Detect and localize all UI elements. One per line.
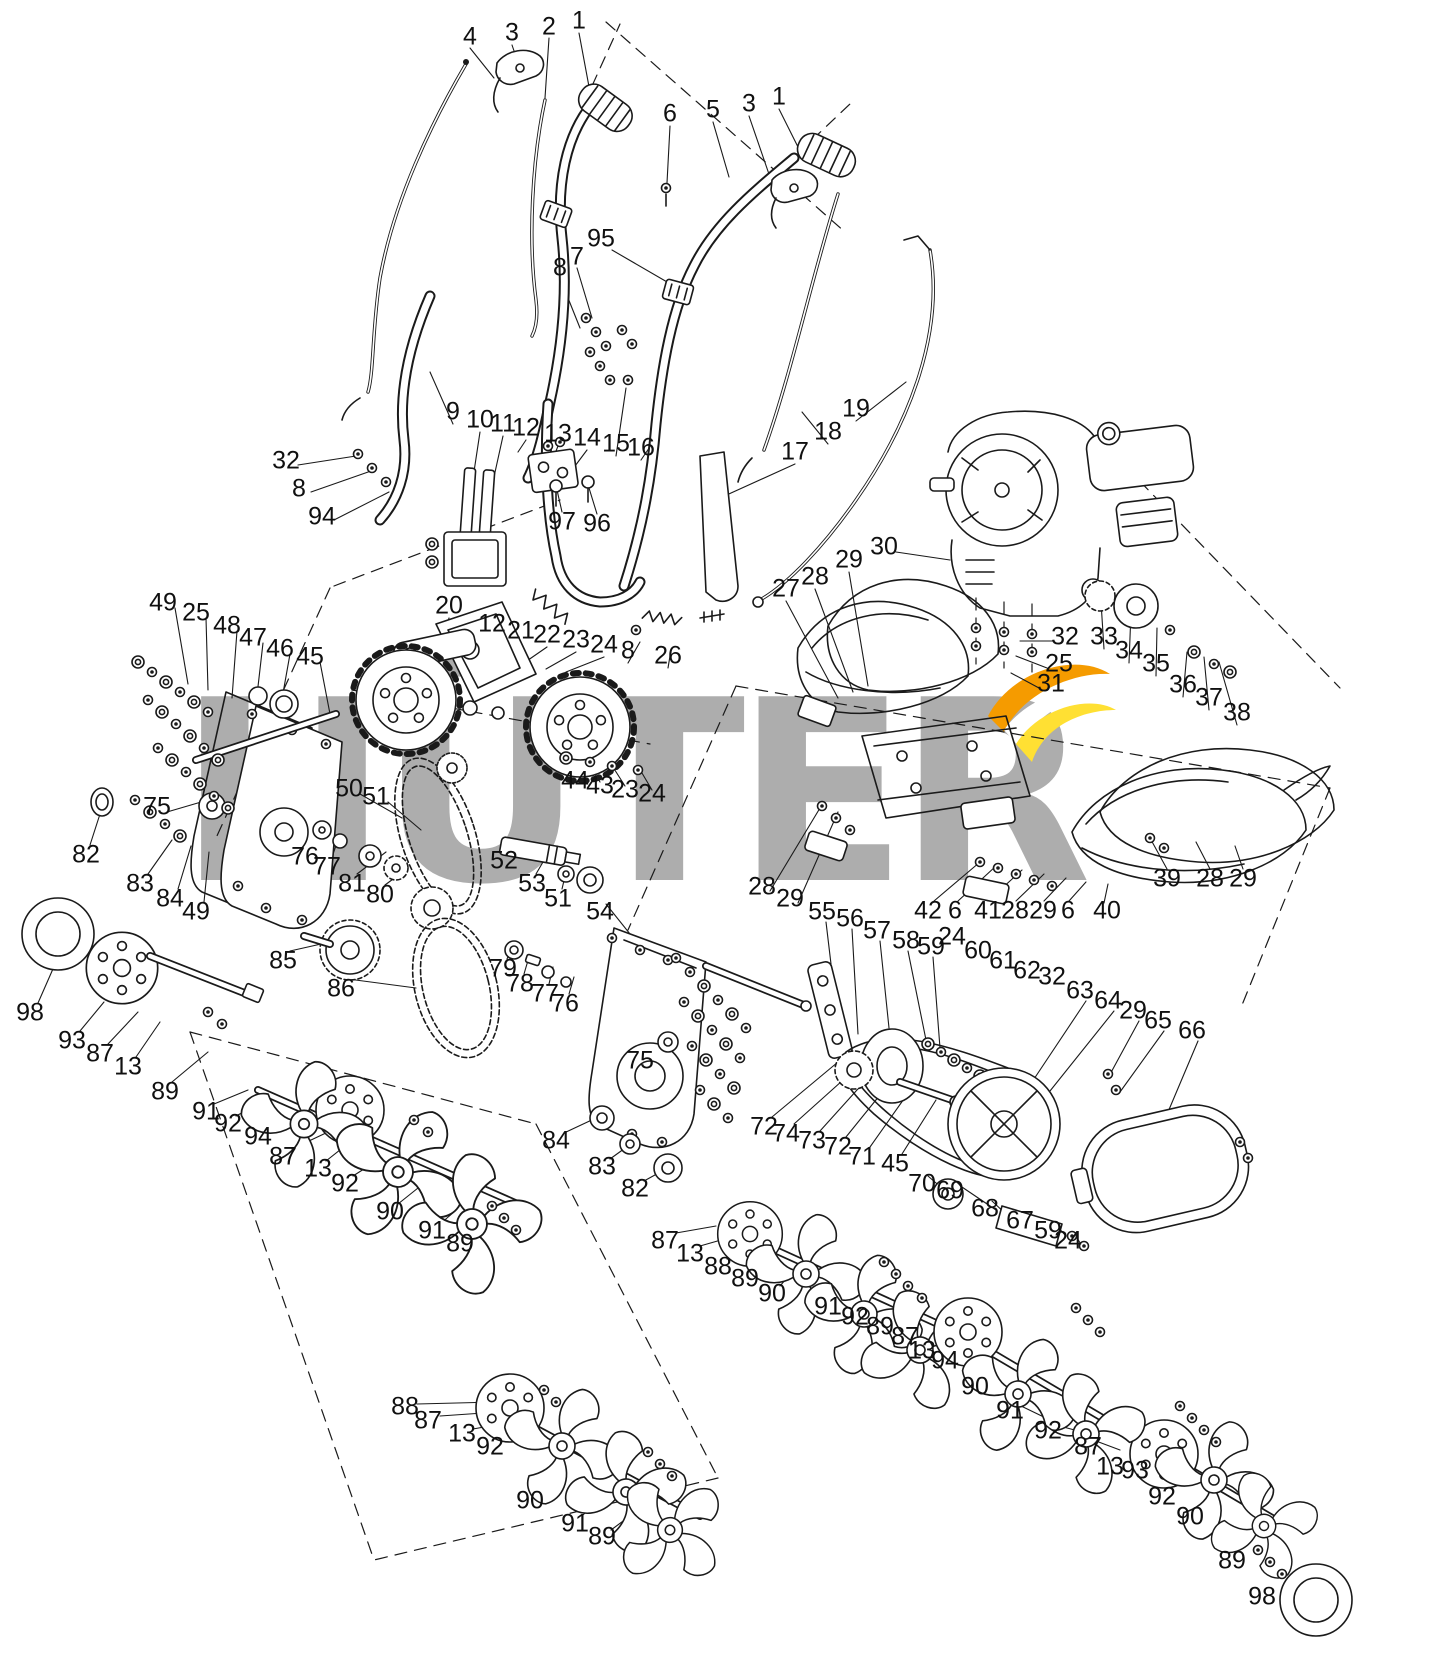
tine-assemblies (240, 1060, 1353, 1637)
center-gearcase (588, 927, 812, 1183)
chain-drive (90, 655, 604, 1059)
handle-mount-bracket (425, 436, 725, 636)
handle-clamp-left (539, 199, 573, 229)
construction-lines (189, 21, 1341, 1561)
engine (929, 410, 1237, 679)
logo-swoosh-orange (988, 664, 1110, 732)
grip-right (796, 132, 857, 178)
logo-swoosh-yellow (1016, 703, 1116, 762)
belt-drive (807, 960, 1254, 1252)
throttle-lever-left (492, 49, 545, 113)
handlebar-assembly (352, 49, 857, 608)
handle-clamp-right (661, 278, 695, 306)
left-output-shaft (21, 897, 265, 1030)
grip-left (577, 83, 633, 133)
fenders (796, 578, 1335, 905)
brand-logo-swoosh (988, 664, 1116, 762)
leader-lines (37, 32, 1244, 1531)
wheel-assembly (352, 601, 644, 781)
cables (341, 59, 935, 608)
throttle-lever-right (770, 168, 819, 229)
